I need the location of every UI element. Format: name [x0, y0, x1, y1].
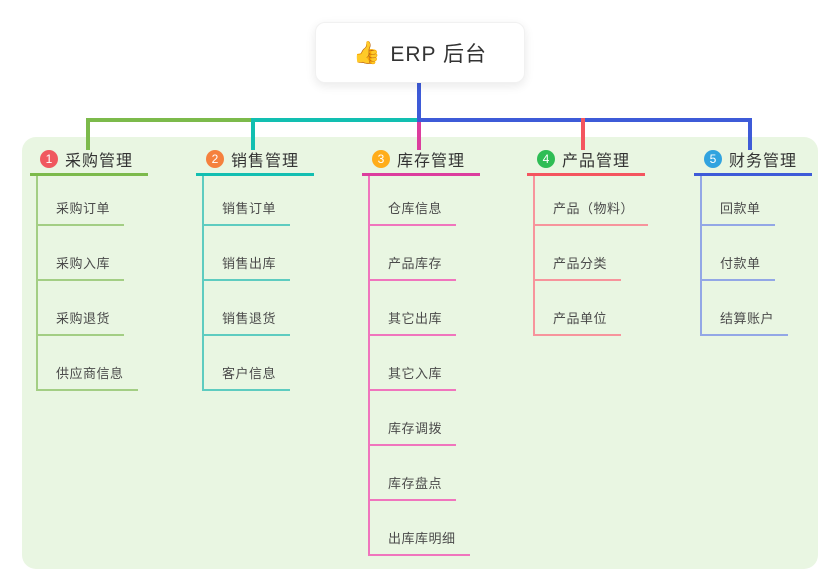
branch-node: 1 采购管理采购订单采购入库采购退货供应商信息: [30, 145, 148, 391]
child-node[interactable]: 结算账户: [702, 281, 789, 336]
child-label: 仓库信息: [388, 201, 443, 216]
branch-node: 5 财务管理回款单付款单结算账户: [694, 145, 812, 336]
branch-node: 3 库存管理仓库信息产品库存其它出库其它入库库存调拨库存盘点出库库明细: [362, 145, 480, 556]
child-node[interactable]: 产品库存: [370, 226, 457, 281]
child-label: 回款单: [720, 201, 761, 216]
branch-children: 回款单付款单结算账户: [700, 176, 789, 336]
child-node[interactable]: 采购入库: [38, 226, 125, 281]
child-node[interactable]: 销售订单: [204, 176, 291, 226]
branch-drop-line: [581, 118, 585, 150]
child-label: 销售出库: [222, 256, 277, 271]
branch-node: 4 产品管理产品（物料） 产品分类产品单位: [527, 145, 649, 336]
root-stem-line: [417, 83, 421, 122]
branch-header[interactable]: 3 库存管理: [362, 145, 480, 176]
child-label: 其它出库: [388, 311, 443, 326]
child-label: 采购入库: [56, 256, 111, 271]
child-label: 其它入库: [388, 366, 443, 381]
child-label: 采购订单: [56, 201, 111, 216]
child-label: 出库库明细: [388, 531, 456, 546]
child-node[interactable]: 客户信息: [204, 336, 291, 391]
branch-header[interactable]: 1 采购管理: [30, 145, 148, 176]
branch-children: 产品（物料） 产品分类产品单位: [533, 176, 649, 336]
child-node[interactable]: 产品（物料）: [535, 176, 649, 226]
branch-children: 销售订单销售出库销售退货客户信息: [202, 176, 291, 391]
child-node[interactable]: 采购订单: [38, 176, 125, 226]
mindmap-panel: [22, 137, 818, 569]
branch-node: 2 销售管理销售订单销售出库销售退货客户信息: [196, 145, 314, 391]
child-label: 结算账户: [720, 311, 775, 326]
child-label: 供应商信息: [56, 366, 124, 381]
child-label: 采购退货: [56, 311, 111, 326]
child-node[interactable]: 其它出库: [370, 281, 457, 336]
root-node[interactable]: 👍 ERP 后台: [315, 22, 525, 83]
branch-label: 销售管理: [231, 153, 300, 170]
thumbs-up-icon: 👍: [352, 39, 381, 65]
child-label: 产品分类: [553, 256, 608, 271]
child-label: 库存调拨: [388, 421, 443, 436]
child-label: 销售订单: [222, 201, 277, 216]
branch-number-badge: 3: [372, 150, 390, 168]
branch-number-badge: 1: [40, 150, 58, 168]
branch-drop-line: [251, 118, 255, 150]
branch-label: 产品管理: [562, 153, 631, 170]
child-node[interactable]: 产品单位: [535, 281, 622, 336]
branch-label: 财务管理: [729, 153, 798, 170]
branch-drop-line: [417, 122, 421, 150]
child-node[interactable]: 供应商信息: [38, 336, 138, 391]
child-label: 库存盘点: [388, 476, 443, 491]
branch-header[interactable]: 5 财务管理: [694, 145, 812, 176]
root-label: ERP 后台: [390, 42, 488, 66]
branch-header[interactable]: 4 产品管理: [527, 145, 645, 176]
child-node[interactable]: 出库库明细: [370, 501, 470, 556]
branch-children: 采购订单采购入库采购退货供应商信息: [36, 176, 138, 391]
child-node[interactable]: 库存调拨: [370, 391, 457, 446]
child-node[interactable]: 付款单: [702, 226, 775, 281]
child-node[interactable]: 回款单: [702, 176, 775, 226]
child-node[interactable]: 销售出库: [204, 226, 291, 281]
child-label: 付款单: [720, 256, 761, 271]
child-node[interactable]: 销售退货: [204, 281, 291, 336]
child-label: 产品（物料）: [553, 201, 635, 216]
branch-label: 采购管理: [65, 153, 134, 170]
branch-drop-line: [86, 118, 90, 150]
child-node[interactable]: 产品分类: [535, 226, 622, 281]
child-label: 客户信息: [222, 366, 277, 381]
child-label: 产品库存: [388, 256, 443, 271]
branch-drop-line: [748, 118, 752, 150]
child-node[interactable]: 采购退货: [38, 281, 125, 336]
branch-children: 仓库信息产品库存其它出库其它入库库存调拨库存盘点出库库明细: [368, 176, 470, 556]
child-node[interactable]: 库存盘点: [370, 446, 457, 501]
bus-segment-green: [86, 118, 255, 122]
child-node[interactable]: 其它入库: [370, 336, 457, 391]
branch-label: 库存管理: [397, 153, 466, 170]
child-node[interactable]: 仓库信息: [370, 176, 457, 226]
branch-number-badge: 5: [704, 150, 722, 168]
child-label: 销售退货: [222, 311, 277, 326]
branch-number-badge: 4: [537, 150, 555, 168]
branch-header[interactable]: 2 销售管理: [196, 145, 314, 176]
bus-segment-teal: [251, 118, 417, 122]
branch-number-badge: 2: [206, 150, 224, 168]
child-label: 产品单位: [553, 311, 608, 326]
